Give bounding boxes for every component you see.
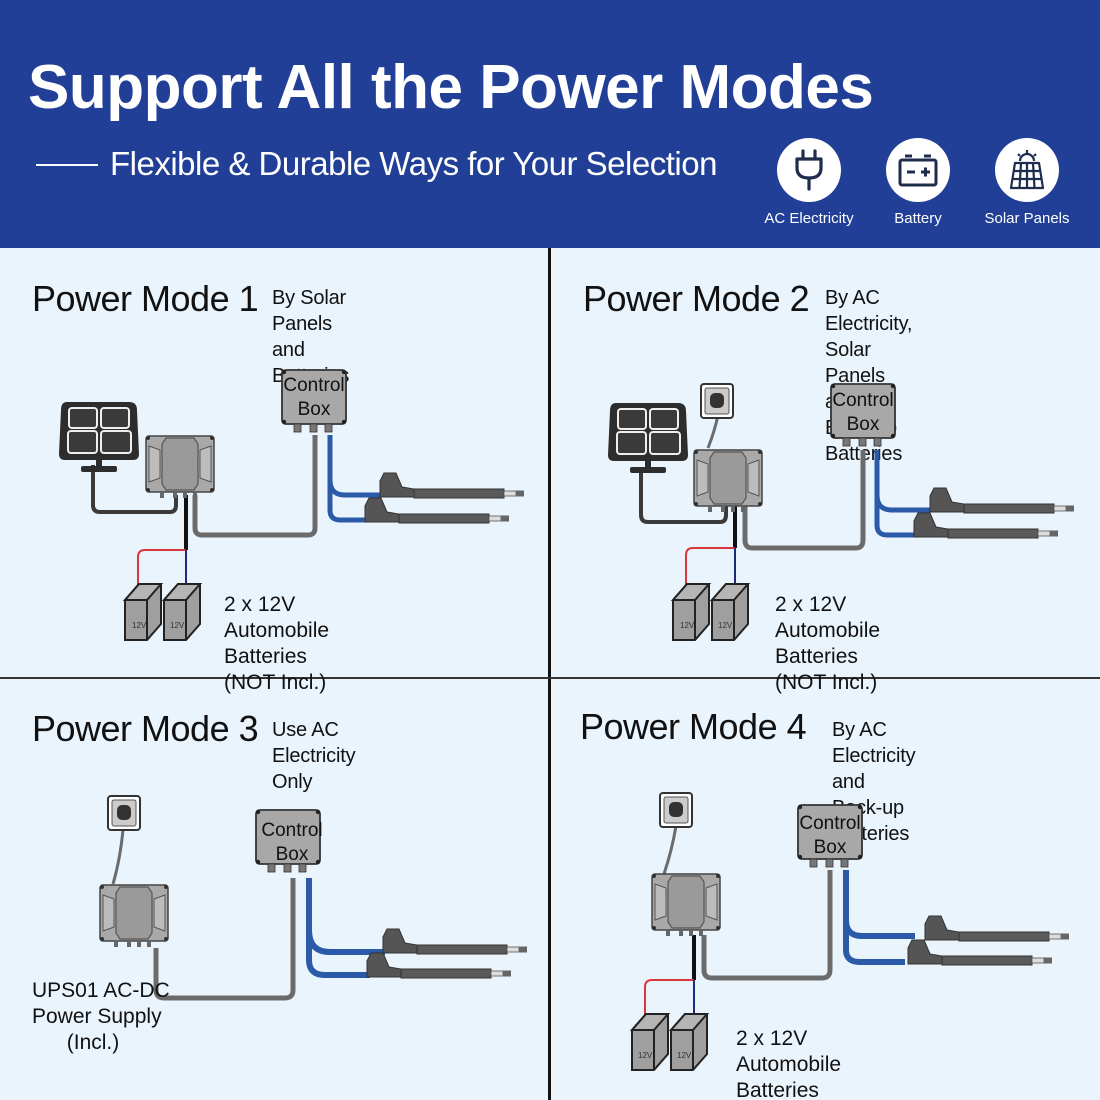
- solar-cable: [91, 465, 178, 514]
- battery-icon: [670, 1013, 708, 1071]
- source-label: AC Electricity: [764, 210, 854, 227]
- caption-line: Batteries (NOT Incl.): [736, 1079, 819, 1100]
- ups-to-controlbox-cable: [192, 435, 318, 538]
- source-ac-electricity: AC Electricity: [759, 138, 859, 227]
- red-wire: [644, 979, 694, 1030]
- description-line: By AC Electricity, Solar Panels: [825, 287, 913, 387]
- power-mode-title: Power Mode 1: [32, 278, 259, 319]
- page-title: Support All the Power Modes: [28, 53, 874, 122]
- battery-voltage-label: 12V: [638, 1051, 653, 1060]
- source-battery: Battery: [868, 138, 968, 227]
- caption-line: 2 x 12V Automobile: [224, 593, 330, 642]
- battery-icon: [886, 138, 950, 202]
- control-box-label: Box: [298, 399, 331, 420]
- battery-icon: [631, 1013, 669, 1071]
- actuator-cable-2: [327, 480, 368, 523]
- control-box-label: Box: [847, 414, 880, 435]
- ups-to-controlbox-cable: [742, 450, 866, 551]
- control-box-label: Control: [283, 375, 344, 396]
- plug-icon: [777, 138, 841, 202]
- battery-caption: 2 x 12V Automobile Batteries (NOT Incl.): [736, 1026, 841, 1100]
- actuator-icon: [924, 915, 1070, 942]
- control-box-label: Control: [832, 390, 893, 411]
- actuator-cable-2: [874, 495, 915, 538]
- control-box-label: Box: [276, 844, 309, 865]
- caption-line: 2 x 12V Automobile: [736, 1027, 842, 1076]
- ups-caption: UPS01 AC-DC Power Supply (Incl.): [32, 978, 170, 1056]
- actuator-icon: [907, 939, 1053, 966]
- vertical-divider: [548, 248, 551, 1100]
- control-box-label: Control: [799, 813, 860, 834]
- ups-to-controlbox-cable: [701, 870, 833, 981]
- outlet-cable: [111, 829, 125, 885]
- actuator-cable-2: [306, 925, 370, 978]
- page-subtitle: Flexible & Durable Ways for Your Selecti…: [110, 145, 717, 182]
- ups-power-supply-icon: [651, 873, 721, 937]
- battery-voltage-label: 12V: [718, 621, 733, 630]
- subtitle-dash: [36, 164, 98, 166]
- actuator-cable-2: [843, 915, 905, 965]
- battery-caption: 2 x 12V Automobile Batteries (NOT Incl.): [224, 592, 329, 696]
- caption-line: Batteries (NOT Incl.): [775, 645, 878, 694]
- outlet-cable: [662, 825, 678, 875]
- source-label: Battery: [894, 210, 942, 227]
- solar-cable: [639, 470, 728, 524]
- caption-line: (Incl.): [66, 1031, 120, 1054]
- caption-line: Power Supply: [32, 1005, 162, 1028]
- caption-line: 2 x 12V Automobile: [775, 593, 881, 642]
- battery-caption: 2 x 12V Automobile Batteries (NOT Incl.): [775, 592, 880, 696]
- header-banner: Support All the Power Modes Flexible & D…: [0, 0, 1100, 248]
- control-box-label: Control: [261, 820, 322, 841]
- actuator-cable-1: [843, 870, 915, 939]
- control-box-label: Box: [814, 837, 847, 858]
- red-wire: [685, 547, 735, 600]
- battery-voltage-label: 12V: [680, 621, 695, 630]
- battery-voltage-label: 12V: [677, 1051, 692, 1060]
- wall-outlet-icon: [659, 792, 693, 828]
- power-mode-description: Use AC Electricity Only: [272, 719, 356, 793]
- caption-line: UPS01 AC-DC: [32, 979, 170, 1002]
- power-mode-title: Power Mode 3: [32, 708, 259, 749]
- horizontal-divider: [0, 677, 1100, 679]
- battery-voltage-label: 12V: [170, 621, 185, 630]
- description-line: By AC Electricity and: [832, 719, 916, 793]
- source-label: Solar Panels: [984, 210, 1070, 227]
- ups-to-controlbox-cable: [153, 878, 296, 1001]
- source-solar-panels: Solar Panels: [977, 138, 1077, 227]
- red-wire: [137, 549, 186, 600]
- caption-line: Batteries (NOT Incl.): [224, 645, 327, 694]
- battery-voltage-label: 12V: [132, 621, 147, 630]
- solar-panel-icon: [995, 138, 1059, 202]
- power-mode-title: Power Mode 2: [583, 278, 810, 319]
- power-mode-title: Power Mode 4: [580, 706, 807, 747]
